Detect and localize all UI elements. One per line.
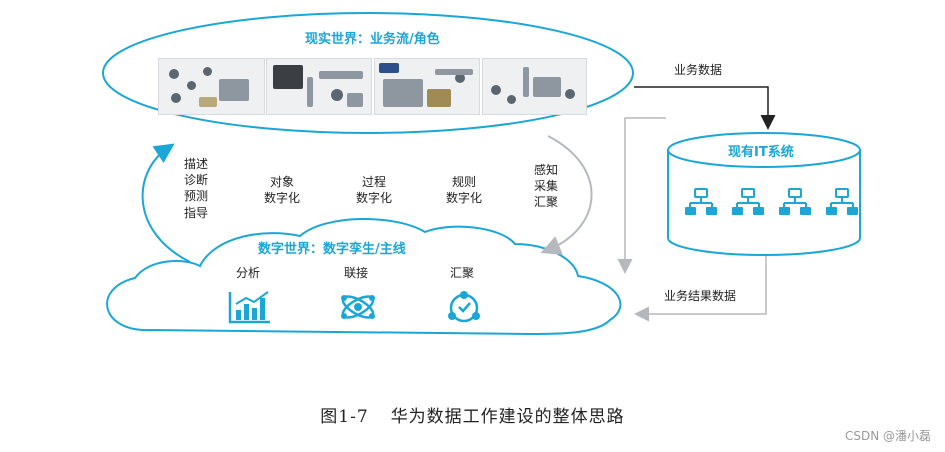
network-icon bbox=[341, 295, 375, 319]
label-describe: 描述 bbox=[184, 157, 209, 171]
factory-photo-4 bbox=[482, 58, 587, 115]
converge-label: 汇聚 bbox=[450, 266, 475, 280]
object-digital-label: 对象数字化 bbox=[264, 175, 301, 206]
real-world-title: 现实世界：业务流/角色 bbox=[305, 32, 440, 47]
left-arrow-label: 描述 诊断 预测 指导 bbox=[184, 156, 208, 221]
figure-caption-text: 华为数据工作建设的整体思路 bbox=[390, 407, 625, 427]
factory-photo-3 bbox=[374, 58, 480, 115]
org-chart-icon bbox=[826, 188, 858, 215]
figure-number: 图1-7 bbox=[320, 407, 369, 427]
watermark: CSDN @潘小磊 bbox=[844, 429, 931, 443]
analysis-label: 分析 bbox=[236, 266, 261, 280]
figure-caption: 图1-7 华为数据工作建设的整体思路 bbox=[0, 402, 945, 427]
connect-label: 联接 bbox=[344, 266, 369, 280]
org-chart-icon bbox=[685, 188, 717, 215]
business-result-data-label: 业务结果数据 bbox=[664, 289, 737, 303]
business-data-label: 业务数据 bbox=[674, 63, 723, 77]
process-digital-label: 过程数字化 bbox=[356, 175, 393, 206]
factory-photo-2 bbox=[266, 58, 372, 115]
it-system-title: 现有IT系统 bbox=[728, 145, 794, 160]
rule-digital-label: 规则数字化 bbox=[446, 175, 483, 206]
business-result-arrow bbox=[634, 256, 767, 322]
right-sensing-arrow bbox=[540, 135, 593, 255]
business-data-arrow bbox=[634, 86, 776, 130]
bar-chart-icon bbox=[228, 291, 270, 324]
it-to-cloud-arrow bbox=[617, 117, 666, 274]
convergence-icon bbox=[448, 291, 480, 323]
it-system-cylinder bbox=[667, 132, 861, 256]
digital-world-title: 数字世界：数字孪生/主线 bbox=[258, 242, 406, 257]
label-diagnose: 诊断 bbox=[184, 173, 209, 188]
factory-photo-1 bbox=[158, 58, 265, 115]
label-guide: 指导 bbox=[184, 205, 209, 220]
right-arrow-label: 感知采集汇聚 bbox=[534, 163, 559, 210]
label-predict: 预测 bbox=[184, 189, 209, 204]
org-chart-icon bbox=[732, 188, 764, 215]
digital-world-cloud bbox=[106, 218, 622, 336]
org-chart-icon bbox=[779, 188, 811, 215]
left-feedback-arrow bbox=[141, 143, 191, 263]
